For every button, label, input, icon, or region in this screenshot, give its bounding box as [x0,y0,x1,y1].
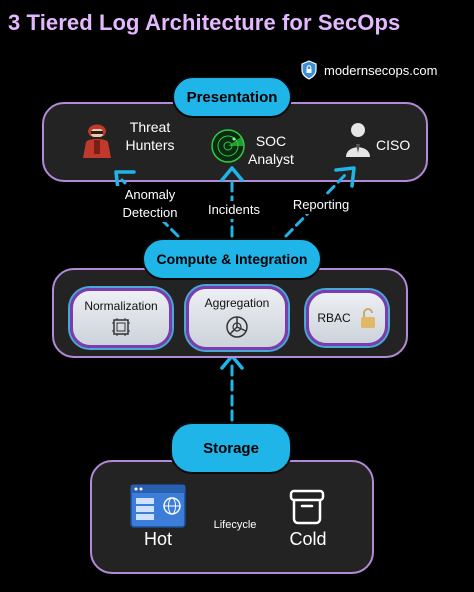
brand[interactable]: modernsecops.com [300,60,437,80]
presentation-pill: Presentation [172,76,292,118]
soc-analyst-line1: SOC [255,133,287,149]
threat-hunters-label: Threat Hunters [120,118,180,154]
shield-icon [301,60,317,80]
anomaly-line1: Anomaly [124,187,176,202]
reporting-arrowhead [334,166,356,188]
hacker-icon [83,124,111,158]
threat-hunters-line1: Threat [129,119,171,135]
aggregation-card[interactable]: Aggregation [186,286,288,350]
soc-analyst-label: SOC Analyst [244,132,298,168]
anomaly-detection-label: Anomaly Detection [110,186,190,222]
reporting-arrow-line [284,172,348,238]
cold-label: Cold [289,529,327,549]
anomaly-arrowhead [114,170,136,192]
page-title: 3 Tiered Log Architecture for SecOps [8,10,401,35]
hot-label: Hot [143,529,172,549]
compute-label: Compute & Integration [156,251,308,267]
storage-pill: Storage [170,422,292,474]
radar-icon [211,129,245,163]
lifecycle-label: Lifecycle [213,519,257,531]
server-icon [130,484,186,528]
presentation-label: Presentation [186,88,278,106]
soc-analyst-line2: Analyst [248,151,294,167]
pie-chart-icon [226,316,248,338]
normalization-card[interactable]: Normalization [70,288,172,348]
normalization-label: Normalization [84,299,158,313]
grid-icon [112,318,130,336]
rbac-label: RBAC [317,311,351,325]
ciso-label: CISO [376,137,411,153]
incidents-label: Incidents [200,201,268,219]
archive-icon [289,489,325,525]
incidents-arrowhead [220,166,244,182]
anomaly-line2: Detection [122,205,178,220]
reporting-label: Reporting [286,196,356,214]
compute-pill: Compute & Integration [142,238,322,280]
brand-text: modernsecops.com [324,62,438,78]
padlock-icon [360,308,375,328]
threat-hunters-line2: Hunters [125,137,175,153]
storage-label: Storage [203,439,259,457]
rbac-card[interactable]: RBAC [306,290,388,346]
aggregation-label: Aggregation [204,296,270,310]
person-icon [346,123,370,157]
